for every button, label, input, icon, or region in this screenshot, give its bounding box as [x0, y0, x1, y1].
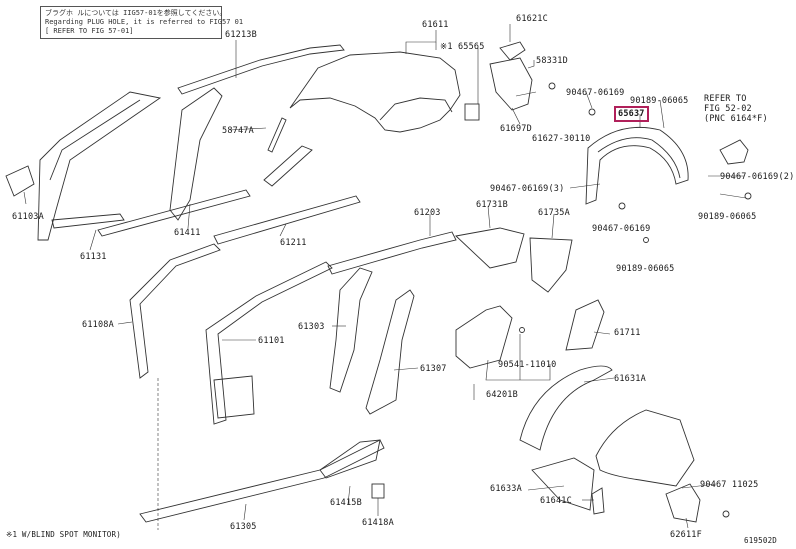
- part-label-61307[interactable]: 61307: [420, 364, 447, 374]
- panel-62611F: [665, 483, 701, 523]
- panel-61711: [565, 299, 605, 351]
- part-label-61131[interactable]: 61131: [80, 252, 107, 262]
- part-label-61103A[interactable]: 61103A: [12, 212, 44, 222]
- panel-61735A: [529, 237, 573, 293]
- extension-61697D: [489, 57, 533, 111]
- wheel-liner-65637: [585, 126, 689, 205]
- part-label-61627-30110[interactable]: 61627-30110: [532, 134, 591, 144]
- pillar-61411: [169, 87, 223, 221]
- roof-rail-61203: [327, 231, 457, 275]
- part-label-90189-06065-a[interactable]: 90189-06065: [630, 96, 689, 106]
- part-label-90541-11010[interactable]: 90541-11010: [498, 360, 557, 370]
- part-label-90467-06169-a[interactable]: 90467-06169: [566, 88, 625, 98]
- roof-side-rail-61213B: [177, 44, 345, 95]
- part-label-61213B[interactable]: 61213B: [225, 30, 257, 40]
- part-label-90467-06169-2[interactable]: 90467-06169(2): [720, 172, 795, 182]
- wheelhouse-61631A: [519, 365, 613, 451]
- refer-line-3: (PNC 6164*F): [704, 114, 768, 124]
- part-label-62611F[interactable]: 62611F: [670, 530, 702, 540]
- part-label-61211[interactable]: 61211: [280, 238, 307, 248]
- part-label-90467-11025[interactable]: 90467 11025: [700, 480, 759, 490]
- pillar-61307: [365, 289, 415, 415]
- panel-61641C: [591, 487, 605, 515]
- part-label-61731B[interactable]: 61731B: [476, 200, 508, 210]
- part-label-61108A[interactable]: 61108A: [82, 320, 114, 330]
- part-label-90189-06065-c[interactable]: 90189-06065: [616, 264, 675, 274]
- part-label-61418A[interactable]: 61418A: [362, 518, 394, 528]
- wheelhouse-inner: [595, 409, 695, 487]
- part-label-61631A[interactable]: 61631A: [614, 374, 646, 384]
- part-label-61305[interactable]: 61305: [230, 522, 257, 532]
- part-label-90467-06169-3[interactable]: 90467-06169(3): [490, 184, 565, 194]
- part-label-61641C[interactable]: 61641C: [540, 496, 572, 506]
- part-label-61711[interactable]: 61711: [614, 328, 641, 338]
- part-label-61621C[interactable]: 61621C: [516, 14, 548, 24]
- panel-64201B: [455, 305, 513, 369]
- part-label-90189-06065-b[interactable]: 90189-06065: [698, 212, 757, 222]
- refer-line-1: REFER TO: [704, 94, 747, 104]
- refer-line-2: FIG 52-02: [704, 104, 752, 114]
- part-label-61303[interactable]: 61303: [298, 322, 325, 332]
- center-pillar-61303: [329, 267, 373, 393]
- part-label-90467-06169-b[interactable]: 90467-06169: [592, 224, 651, 234]
- panel-61731B: [455, 227, 525, 269]
- part-label-65565[interactable]: ※1 65565: [440, 42, 485, 52]
- part-label-58747A[interactable]: 58747A: [222, 126, 254, 136]
- clip-bracket: [719, 139, 749, 165]
- part-label-61611[interactable]: 61611: [422, 20, 449, 30]
- part-label-61411[interactable]: 61411: [174, 228, 201, 238]
- part-label-61415B[interactable]: 61415B: [330, 498, 362, 508]
- footnote-blind-spot: ※1 W/BLIND SPOT MONITOR): [6, 530, 121, 539]
- panel-61633A: [531, 457, 595, 511]
- rail-61211: [213, 195, 361, 245]
- quarter-panel-61611: [289, 51, 461, 133]
- part-label-64201B[interactable]: 64201B: [486, 390, 518, 400]
- note-line-3: [ REFER TO FIG 57-01]: [45, 27, 134, 35]
- note-line-2: Regarding PLUG HOLE, it is referred to F…: [45, 18, 244, 26]
- part-label-58331D[interactable]: 58331D: [536, 56, 568, 66]
- part-label-61203[interactable]: 61203: [414, 208, 441, 218]
- part-label-61735A[interactable]: 61735A: [538, 208, 570, 218]
- part-label-61101[interactable]: 61101: [258, 336, 285, 346]
- gusset-61103A: [5, 165, 35, 197]
- seal-58747A: [267, 117, 287, 153]
- part-label-61697D[interactable]: 61697D: [500, 124, 532, 134]
- pillar-61101: [205, 261, 333, 425]
- refer-note-box: ブラグホ ルについては IIG57-01を参照してください。 Regarding…: [40, 6, 244, 39]
- side-panel-61131: [37, 91, 162, 241]
- part-label-61633A[interactable]: 61633A: [490, 484, 522, 494]
- rocker-61305: [139, 439, 385, 523]
- note-line-1: ブラグホ ルについては IIG57-01を参照してください。: [45, 9, 227, 17]
- pillar-61108A: [129, 243, 221, 379]
- bracket-65565: [464, 103, 480, 121]
- part-label-65637-highlighted[interactable]: 65637: [614, 106, 649, 122]
- bracket-61621C: [499, 41, 526, 61]
- refer-fig-block: REFER TO FIG 52-02 (PNC 6164*F): [704, 94, 768, 124]
- illustration-code: 619502D: [744, 536, 778, 545]
- bracket-61418A: [371, 483, 385, 499]
